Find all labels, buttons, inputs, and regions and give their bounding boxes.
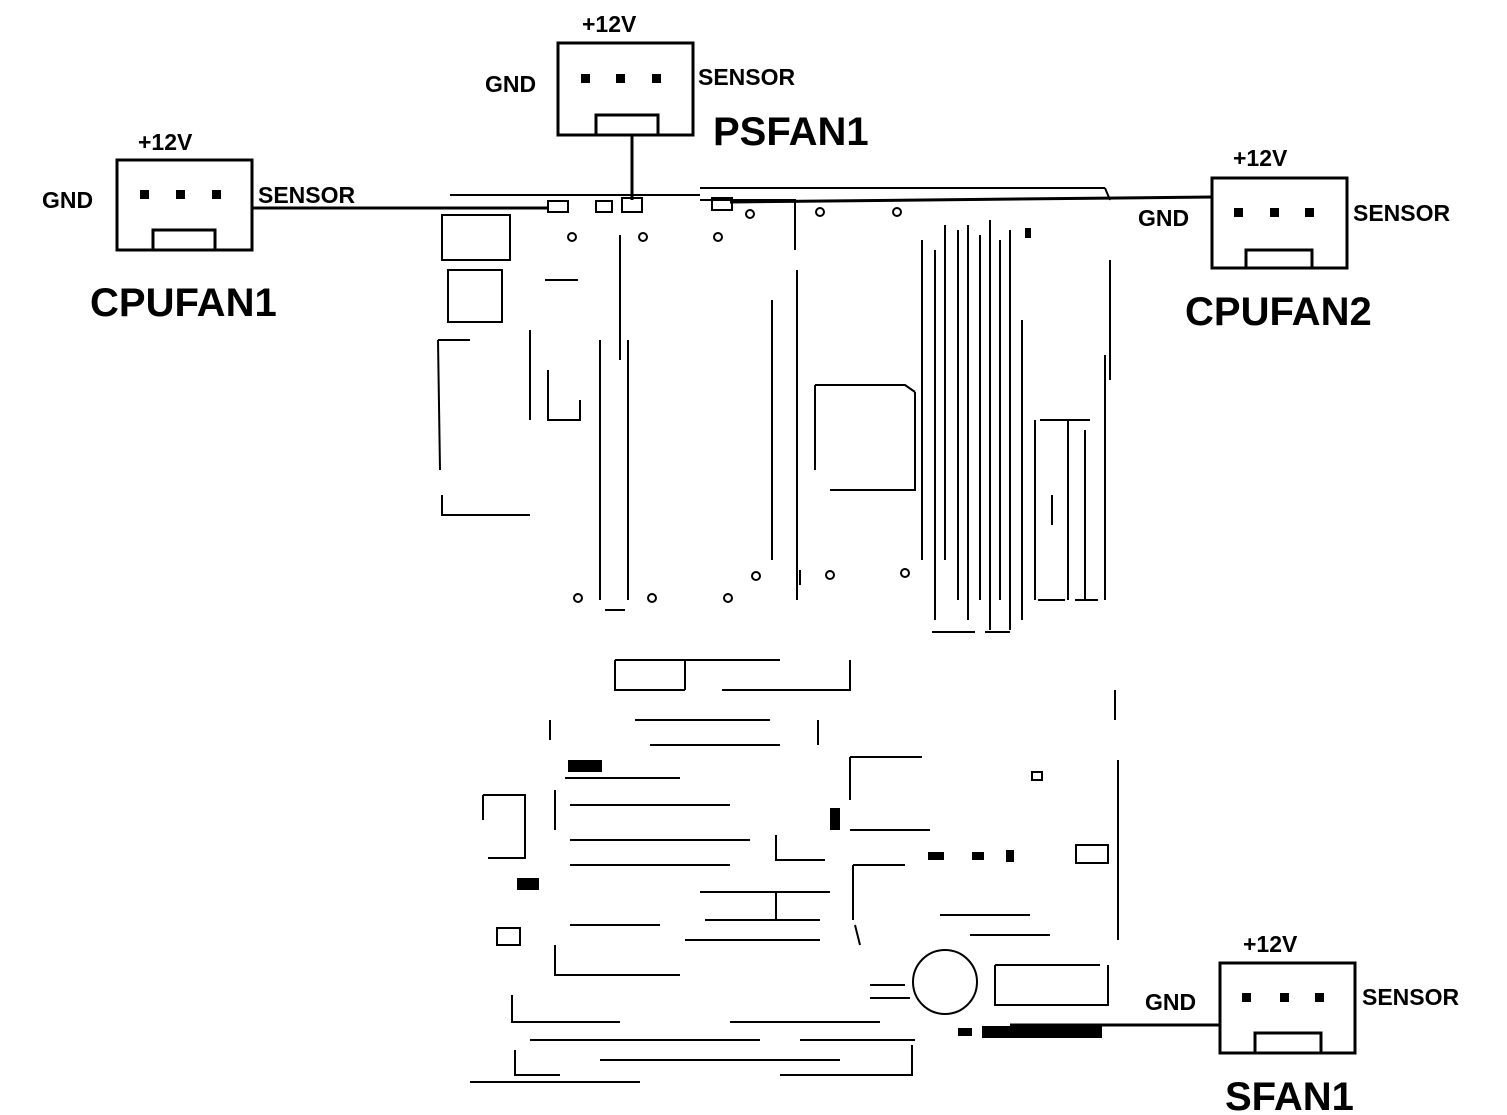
sfan1-pin-12v (1280, 993, 1289, 1002)
psfan1-pin-12v (616, 74, 625, 83)
sfan1-connector: +12V GND SENSOR SFAN1 (1145, 931, 1460, 1115)
psfan1-name: PSFAN1 (713, 110, 869, 154)
psfan1-housing (556, 41, 695, 137)
cpufan2-wire (729, 195, 1213, 204)
sfan1-name: SFAN1 (1225, 1075, 1354, 1115)
cpufan1-key (151, 228, 217, 252)
connector-wires (252, 135, 1220, 1027)
sfan1-pin-sensor (1315, 993, 1324, 1002)
cpufan2-label-sensor: SENSOR (1353, 200, 1451, 226)
cpufan1-housing (115, 158, 254, 252)
sfan1-label-sensor: SENSOR (1362, 984, 1460, 1010)
cpufan1-pin-12v (176, 190, 185, 199)
cpufan2-pin-gnd (1234, 208, 1243, 217)
cpufan1-label-gnd: GND (42, 187, 93, 213)
motherboard-layout (437, 187, 1119, 1083)
sfan1-pin-gnd (1242, 993, 1251, 1002)
cpufan2-key (1244, 248, 1314, 270)
sfan1-housing (1218, 961, 1357, 1055)
sfan1-label-gnd: GND (1145, 989, 1196, 1015)
cpufan2-connector: +12V GND SENSOR CPUFAN2 (1138, 145, 1451, 334)
psfan1-label-12v: +12V (582, 11, 637, 37)
sfan1-label-12v: +12V (1243, 931, 1298, 957)
sfan1-key (1253, 1031, 1323, 1055)
cpufan1-connector: +12V GND SENSOR CPUFAN1 (42, 129, 356, 325)
psfan1-pin-sensor (652, 74, 661, 83)
psfan1-label-gnd: GND (485, 71, 536, 97)
psfan1-connector: +12V GND SENSOR PSFAN1 (485, 11, 869, 154)
psfan1-pin-gnd (581, 74, 590, 83)
cpufan1-label-12v: +12V (138, 129, 193, 155)
cpufan2-housing (1210, 176, 1349, 270)
cpufan1-name: CPUFAN1 (90, 281, 277, 325)
cpufan1-pin-sensor (212, 190, 221, 199)
cpufan1-pin-gnd (140, 190, 149, 199)
cpufan1-label-sensor: SENSOR (258, 182, 356, 208)
psfan1-label-sensor: SENSOR (698, 64, 796, 90)
cpufan2-pin-sensor (1305, 208, 1314, 217)
cpufan2-label-12v: +12V (1233, 145, 1288, 171)
cpufan2-pin-12v (1270, 208, 1279, 217)
cpufan2-label-gnd: GND (1138, 205, 1189, 231)
psfan1-key (594, 113, 660, 137)
cpufan2-name: CPUFAN2 (1185, 290, 1372, 334)
